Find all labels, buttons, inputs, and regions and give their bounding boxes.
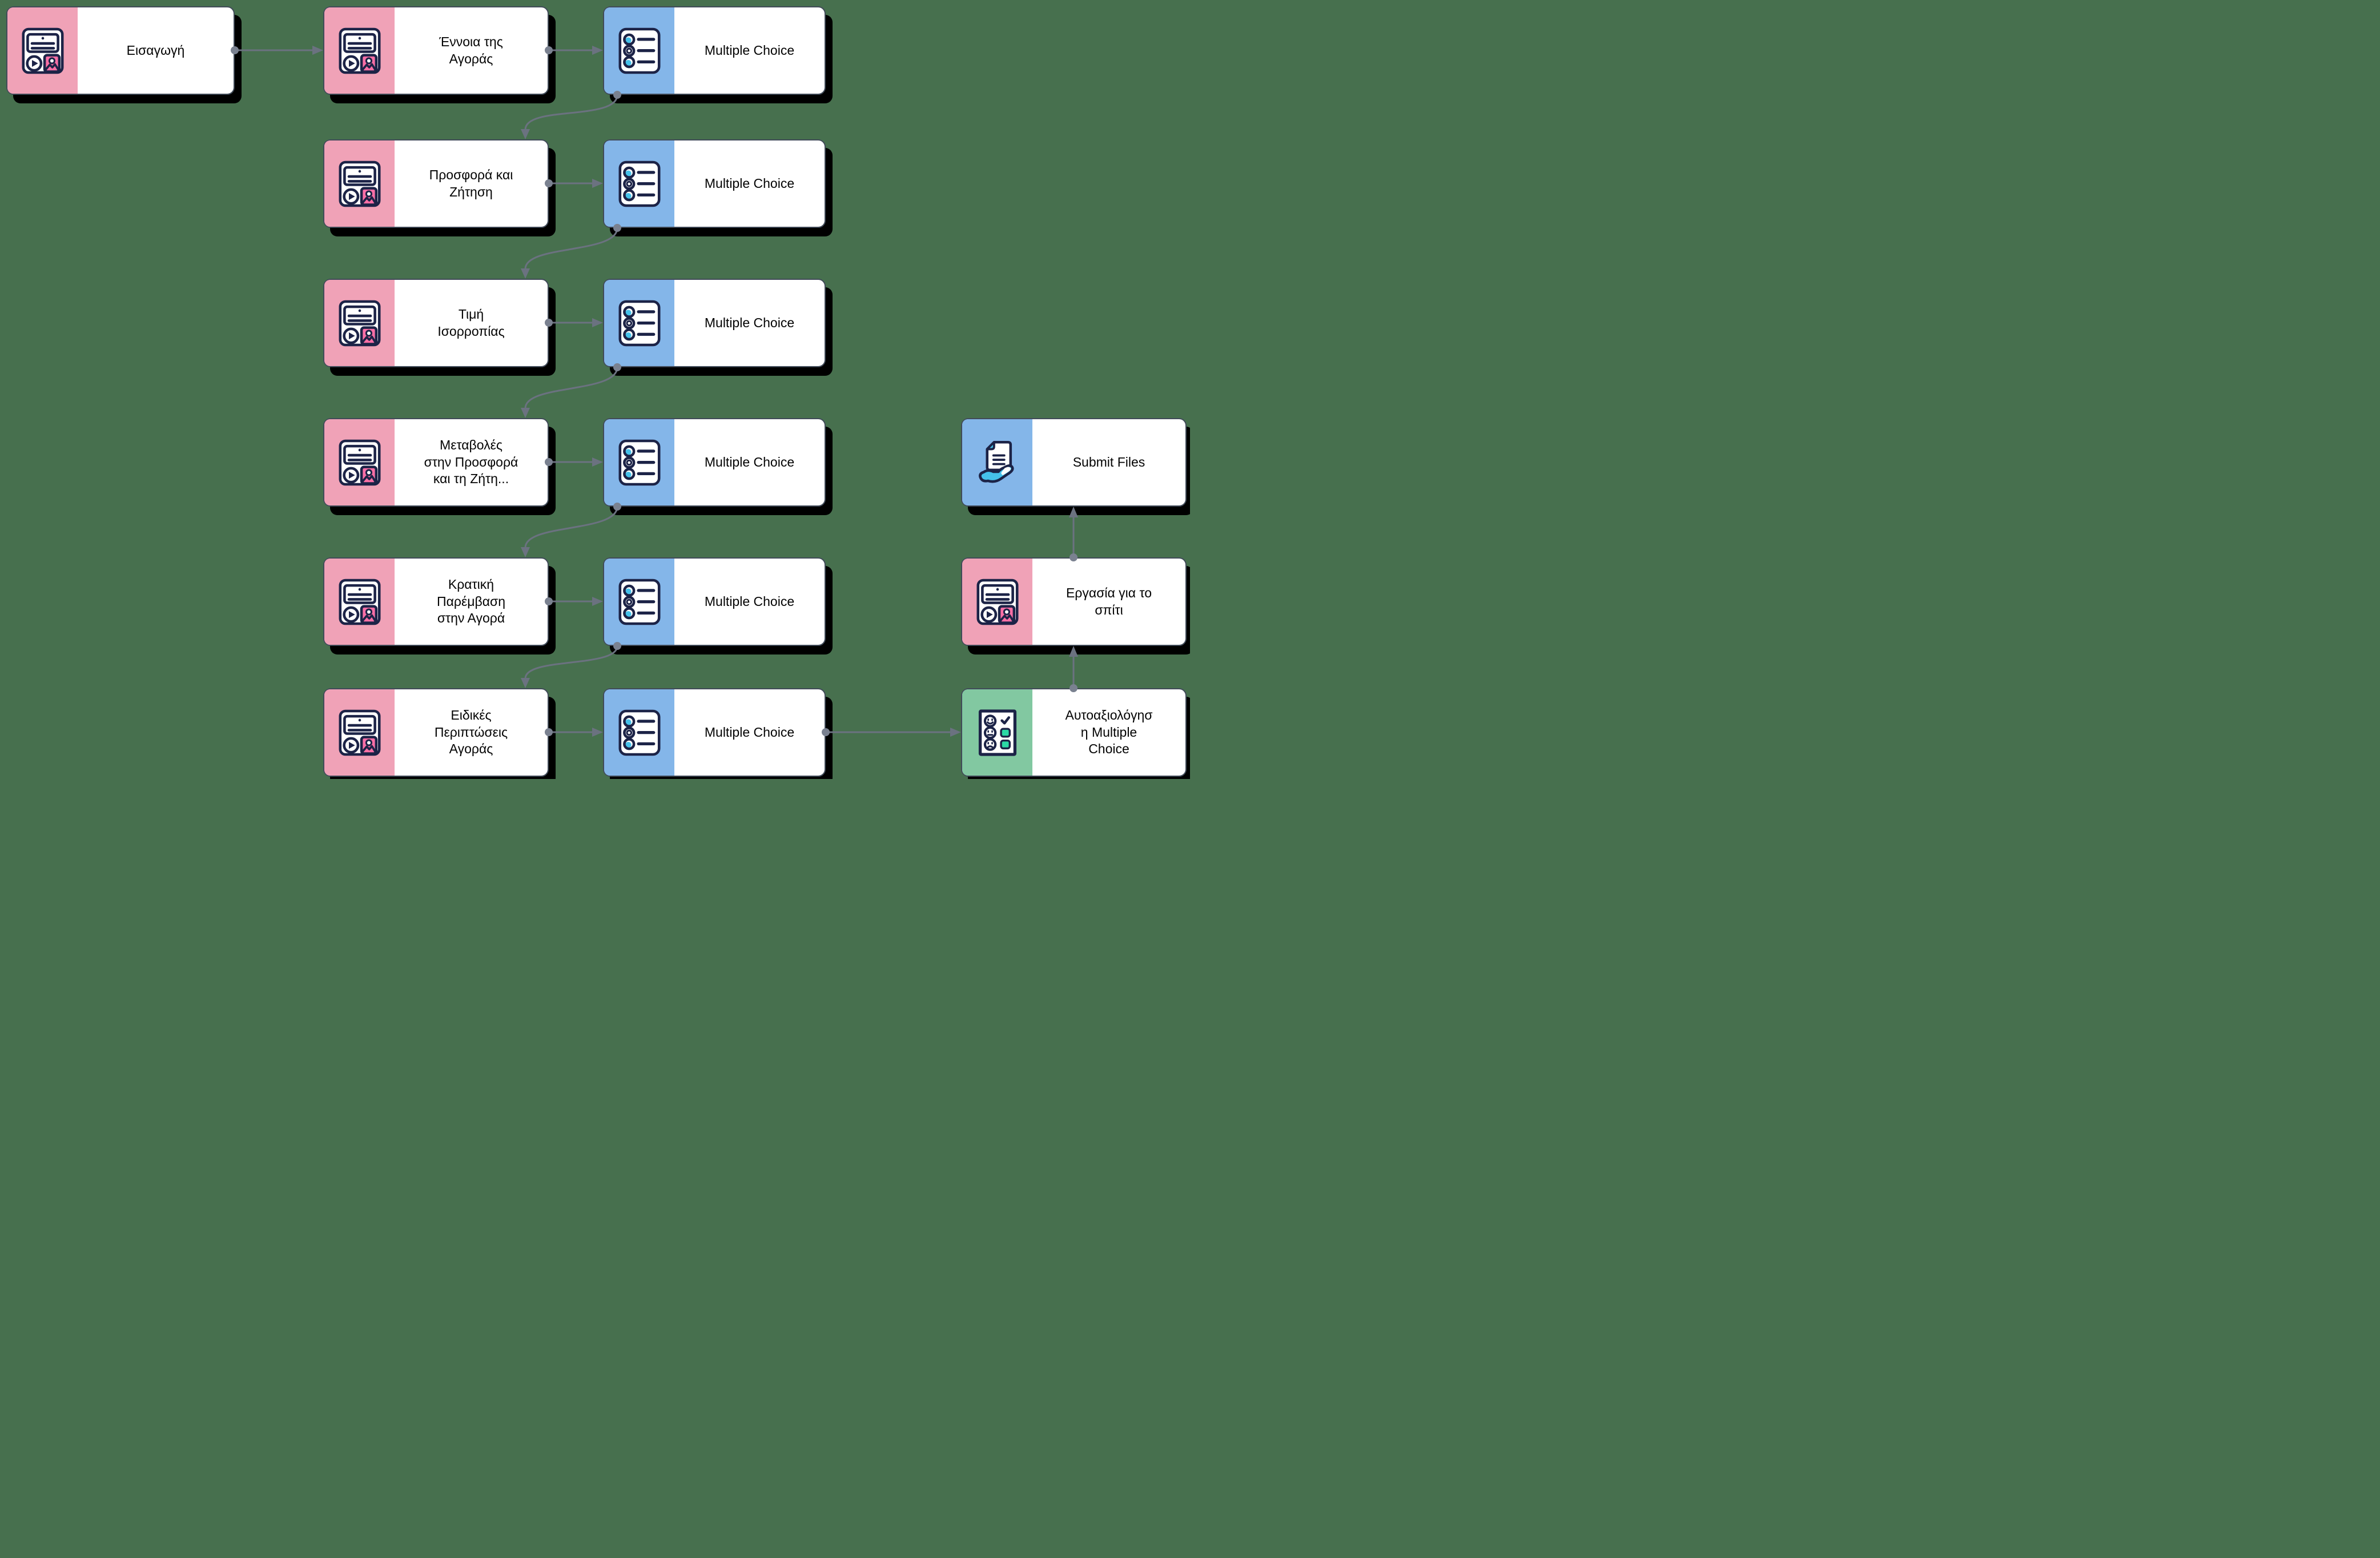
node-label: Τιμή Ισορροπίας [437, 306, 505, 339]
lesson-icon-svg [338, 439, 381, 487]
lesson-icon-svg [338, 578, 381, 626]
node-submit-files[interactable]: Submit Files [961, 418, 1187, 507]
lesson-icon-svg [976, 578, 1019, 626]
lesson-icon-svg [338, 709, 381, 757]
node-homework[interactable]: Εργασία για το σπίτι [961, 557, 1187, 646]
self-assessment-icon [962, 689, 1032, 776]
flow-canvas: Εισαγωγή Έννοια της Αγοράς Multiple Choi… [0, 0, 1190, 779]
node-market-concept[interactable]: Έννοια της Αγοράς [323, 6, 549, 95]
lesson-icon [962, 559, 1032, 645]
node-label: Submit Files [1072, 454, 1145, 469]
edge-quiz-2-to-equilibrium-price [521, 224, 621, 279]
lesson-icon [324, 280, 395, 366]
node-quiz-1[interactable]: Multiple Choice [603, 6, 826, 95]
edge-self-assessment-to-homework [1069, 646, 1078, 692]
node-label: Ειδικές Περιπτώσεις Αγοράς [434, 707, 508, 757]
multiple-choice-icon [604, 7, 674, 94]
arrowhead [521, 408, 530, 418]
lesson-icon [324, 419, 395, 505]
edge-quiz-3-to-supply-demand-changes [521, 363, 621, 418]
multiple-choice-icon-svg [618, 160, 661, 208]
node-quiz-2[interactable]: Multiple Choice [603, 139, 826, 228]
arrowhead [521, 268, 530, 279]
node-label: Προσφορά και Ζήτηση [429, 167, 513, 199]
multiple-choice-icon-svg [618, 709, 661, 757]
self-assessment-icon-svg [976, 709, 1019, 757]
lesson-icon [7, 7, 78, 94]
multiple-choice-icon [604, 689, 674, 776]
edge-homework-to-submit-files [1069, 507, 1078, 561]
node-label: Multiple Choice [704, 593, 795, 609]
node-label: Multiple Choice [704, 175, 795, 191]
multiple-choice-icon [604, 140, 674, 227]
arrowhead [592, 457, 603, 467]
node-supply-demand[interactable]: Προσφορά και Ζήτηση [323, 139, 549, 228]
lesson-icon [324, 7, 395, 94]
node-label: Multiple Choice [704, 42, 795, 58]
edge-quiz-4-to-state-intervention [521, 503, 621, 557]
edge-quiz-5-to-special-market-cases [521, 642, 621, 688]
lesson-icon [324, 689, 395, 776]
node-label: Κρατική Παρέμβαση στην Αγορά [436, 576, 505, 626]
lesson-icon-svg [338, 160, 381, 208]
submit-files-icon-svg [976, 439, 1019, 487]
multiple-choice-icon-svg [618, 439, 661, 487]
submit-files-icon [962, 419, 1032, 505]
edge-intro-to-market-concept [231, 46, 323, 55]
node-label: Multiple Choice [704, 724, 795, 740]
node-label: Εργασία για το σπίτι [1066, 585, 1152, 617]
arrowhead [521, 129, 530, 139]
arrowhead [521, 547, 530, 557]
arrowhead [521, 678, 530, 688]
edge-supply-demand-to-quiz-2 [545, 179, 603, 188]
arrowhead [592, 46, 603, 55]
edges-layer [231, 46, 1078, 737]
node-label: Multiple Choice [704, 315, 795, 330]
multiple-choice-icon [604, 280, 674, 366]
multiple-choice-icon-svg [618, 27, 661, 75]
multiple-choice-icon-svg [618, 578, 661, 626]
arrowhead [592, 728, 603, 737]
edge-supply-demand-changes-to-quiz-4 [545, 457, 603, 467]
node-label: Multiple Choice [704, 454, 795, 469]
arrowhead [592, 597, 603, 606]
node-quiz-6[interactable]: Multiple Choice [603, 688, 826, 777]
node-supply-demand-changes[interactable]: Μεταβολές στην Προσφορά και τη Ζήτη... [323, 418, 549, 507]
arrowhead [592, 318, 603, 327]
multiple-choice-icon [604, 419, 674, 505]
node-quiz-4[interactable]: Multiple Choice [603, 418, 826, 507]
edge-special-market-cases-to-quiz-6 [545, 728, 603, 737]
edge-quiz-6-to-self-assessment [822, 728, 961, 737]
edge-market-concept-to-quiz-1 [545, 46, 603, 55]
node-label: Αυτοαξιολόγησ η Multiple Choice [1065, 707, 1153, 757]
node-label: Μεταβολές στην Προσφορά και τη Ζήτη... [424, 437, 518, 487]
node-label: Έννοια της Αγοράς [439, 34, 503, 66]
node-special-market-cases[interactable]: Ειδικές Περιπτώσεις Αγοράς [323, 688, 549, 777]
multiple-choice-icon [604, 559, 674, 645]
arrowhead [1069, 646, 1078, 657]
node-equilibrium-price[interactable]: Τιμή Ισορροπίας [323, 279, 549, 367]
lesson-icon [324, 140, 395, 227]
arrowhead [1069, 507, 1078, 517]
node-quiz-3[interactable]: Multiple Choice [603, 279, 826, 367]
lesson-icon [324, 559, 395, 645]
lesson-icon-svg [338, 299, 381, 347]
multiple-choice-icon-svg [618, 299, 661, 347]
edge-state-intervention-to-quiz-5 [545, 597, 603, 606]
node-state-intervention[interactable]: Κρατική Παρέμβαση στην Αγορά [323, 557, 549, 646]
arrowhead [950, 728, 961, 737]
lesson-icon-svg [21, 27, 65, 75]
arrowhead [592, 179, 603, 188]
node-label: Εισαγωγή [126, 42, 185, 58]
node-intro[interactable]: Εισαγωγή [6, 6, 235, 95]
edge-equilibrium-price-to-quiz-3 [545, 318, 603, 327]
node-quiz-5[interactable]: Multiple Choice [603, 557, 826, 646]
arrowhead [312, 46, 323, 55]
edge-quiz-1-to-supply-demand [521, 91, 621, 139]
lesson-icon-svg [338, 27, 381, 75]
node-self-assessment[interactable]: Αυτοαξιολόγησ η Multiple Choice [961, 688, 1187, 777]
